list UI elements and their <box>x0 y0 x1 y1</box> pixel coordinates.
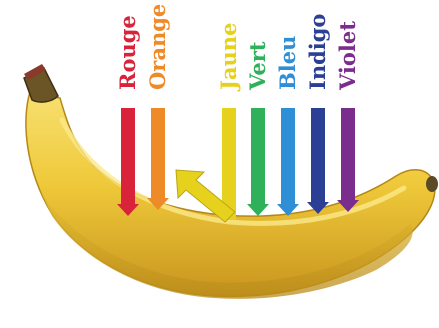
banana-tip <box>426 176 438 192</box>
label-rouge: Rouge <box>115 15 140 90</box>
ray-orange-arrow <box>147 108 169 210</box>
ray-vert-arrow <box>247 108 269 216</box>
label-vert: Vert <box>245 41 270 91</box>
label-indigo: Indigo <box>305 14 330 90</box>
label-jaune: Jaune <box>216 23 241 92</box>
label-orange: Orange <box>145 4 170 90</box>
label-violet: Violet <box>335 21 360 91</box>
ray-bleu-arrow <box>277 108 299 216</box>
label-bleu: Bleu <box>275 36 300 90</box>
ray-indigo-arrow <box>307 108 329 214</box>
